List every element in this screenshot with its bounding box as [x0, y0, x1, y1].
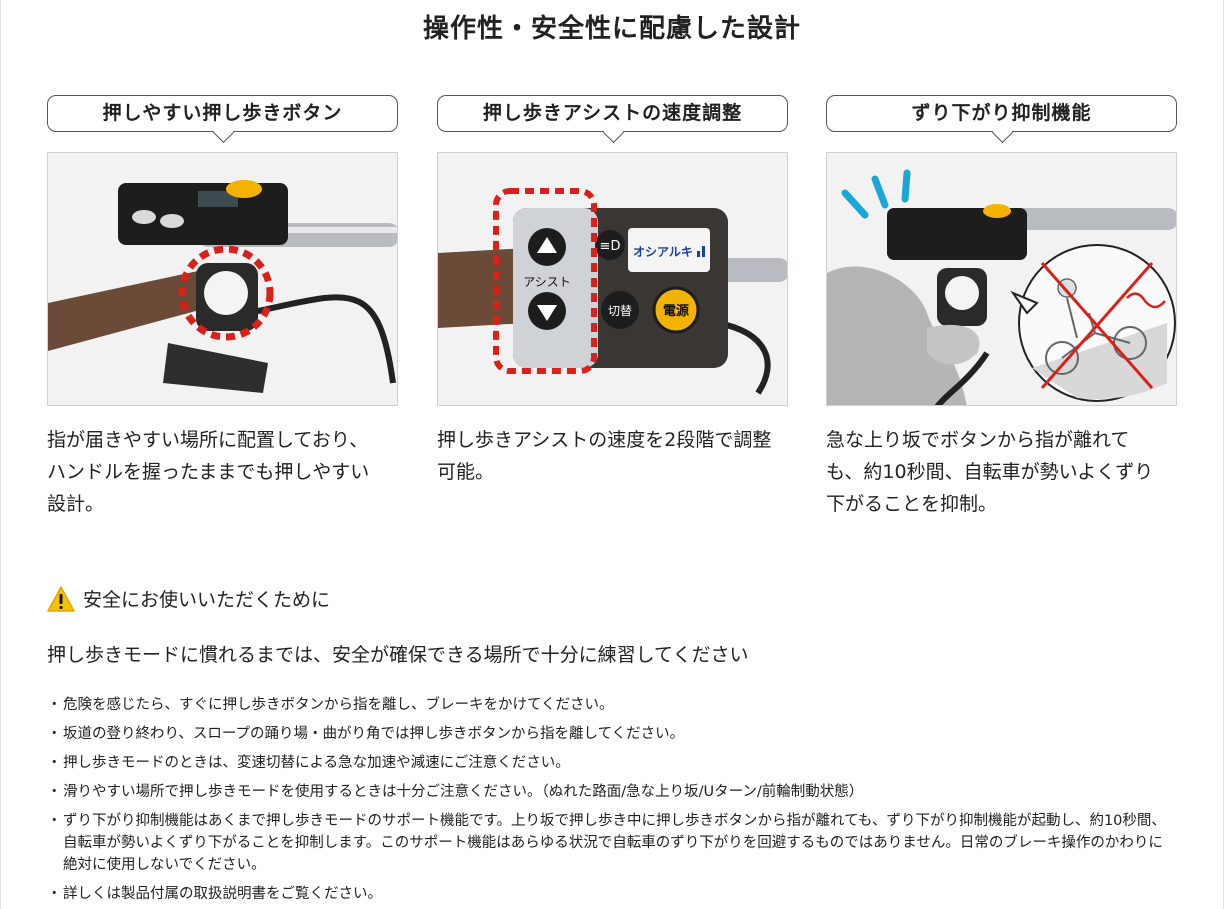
list-item: 危険を感じたら、すぐに押し歩きボタンから指を離し、ブレーキをかけてください。	[47, 694, 1177, 716]
panel-power-label: 電源	[663, 303, 689, 319]
panel-display-text: オシアルキ	[633, 245, 693, 259]
feature-rollback-suppression: ずり下がり抑制機能	[826, 95, 1177, 520]
list-item: ずり下がり抑制機能はあくまで押し歩きモードのサポート機能です。上り坂で押し歩き中…	[47, 810, 1177, 876]
feature-label: 押し歩きアシストの速度調整	[437, 95, 788, 132]
photo-push-button	[47, 152, 398, 406]
safety-lead: 押し歩きモードに慣れるまでは、安全が確保できる場所で十分に練習してください	[47, 644, 749, 666]
feature-speed-adjust: 押し歩きアシストの速度調整 アシスト ≡D オシアルキ 切替	[437, 95, 788, 488]
photo-rollback-suppression	[826, 152, 1177, 406]
panel-assist-label: アシスト	[523, 275, 571, 289]
photo-speed-adjust: アシスト ≡D オシアルキ 切替 電源	[437, 152, 788, 406]
feature-label: ずり下がり抑制機能	[826, 95, 1177, 132]
feature-label: 押しやすい押し歩きボタン	[47, 95, 398, 132]
panel-switch-label: 切替	[608, 304, 632, 318]
warning-icon	[47, 585, 75, 612]
list-item: 押し歩きモードのときは、変速切替による急な加速や減速にご注意ください。	[47, 752, 1177, 774]
safety-heading-text: 安全にお使いいただくために	[83, 589, 331, 611]
safety-notes: 危険を感じたら、すぐに押し歩きボタンから指を離し、ブレーキをかけてください。 坂…	[47, 694, 1177, 909]
feature-description: 急な上り坂でボタンから指が離れて も、約10秒間、自転車が勢いよくずり 下がるこ…	[826, 429, 1154, 515]
feature-description: 指が届きやすい場所に配置しており、 ハンドルを握ったままでも押しやすい 設計。	[47, 429, 370, 515]
list-item: 詳しくは製品付属の取扱説明書をご覧ください。	[47, 883, 1177, 905]
feature-description: 押し歩きアシストの速度を2段階で調整 可能。	[437, 429, 772, 483]
list-item: 滑りやすい場所で押し歩きモードを使用するときは十分ご注意ください。（ぬれた路面/…	[47, 781, 1177, 803]
safety-heading: 安全にお使いいただくために	[47, 585, 330, 612]
list-item: 坂道の登り終わり、スロープの踊り場・曲がり角では押し歩きボタンから指を離してくだ…	[47, 723, 1177, 745]
page-title: 操作性・安全性に配慮した設計	[422, 14, 801, 44]
svg-text:≡D: ≡D	[600, 239, 621, 254]
feature-push-button: 押しやすい押し歩きボタン 指が届きやすい場所に配置しており、	[47, 95, 398, 520]
